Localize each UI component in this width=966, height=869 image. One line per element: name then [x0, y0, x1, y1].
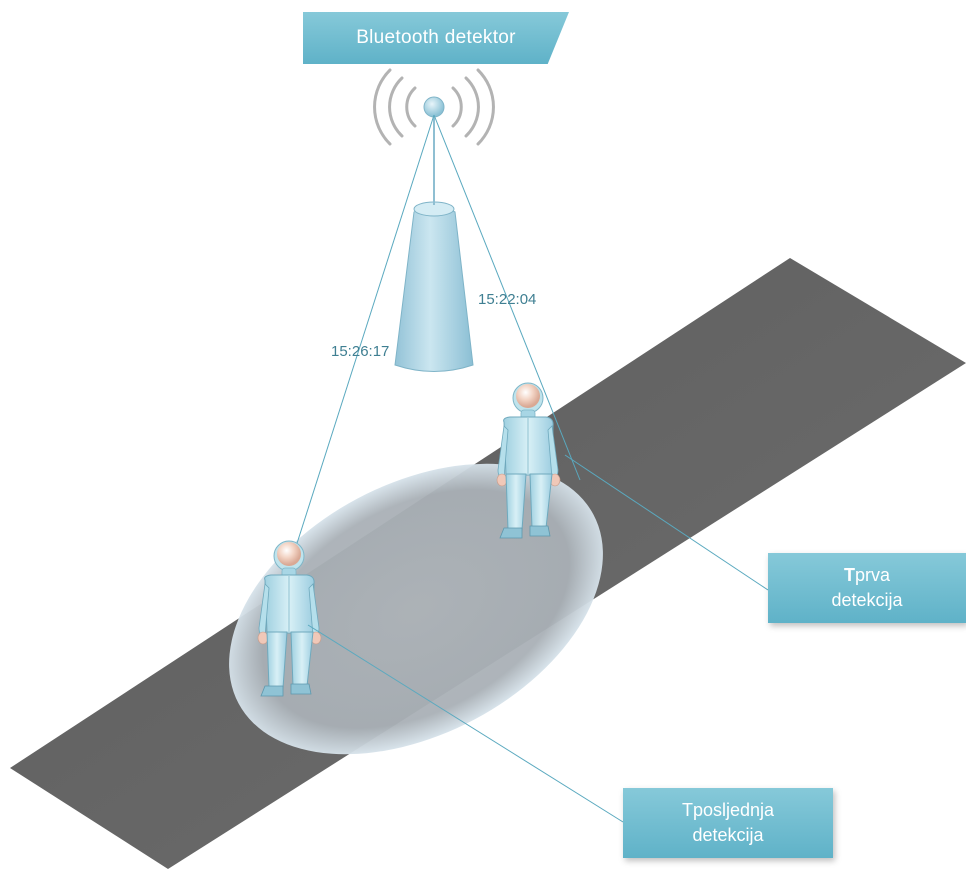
signal-line-first — [433, 114, 581, 481]
first-detection-word: prva — [854, 565, 890, 585]
detector-label-text: Bluetooth detektor — [356, 27, 516, 48]
first-detection-callout: Tprva detekcija — [768, 553, 966, 623]
signal-line-last — [283, 114, 435, 585]
last-detection-line1: Tposljednja — [681, 800, 775, 820]
last-detection-callout: Tposljednja detekcija — [623, 788, 833, 858]
last-detection-line2: detekcija — [692, 825, 764, 845]
antenna — [394, 96, 474, 372]
detector-label: Bluetooth detektor — [303, 12, 569, 64]
timestamp-last: 15:26:17 — [331, 343, 389, 360]
leader-line-first — [564, 454, 769, 591]
timestamp-first: 15:22:04 — [478, 291, 536, 308]
leader-line-last — [307, 624, 624, 823]
first-detection-line1: Tprva — [768, 563, 966, 588]
wifi-signal-icon — [373, 68, 495, 146]
first-detection-prefix: T — [843, 565, 855, 585]
first-detection-line2: detekcija — [831, 590, 903, 610]
